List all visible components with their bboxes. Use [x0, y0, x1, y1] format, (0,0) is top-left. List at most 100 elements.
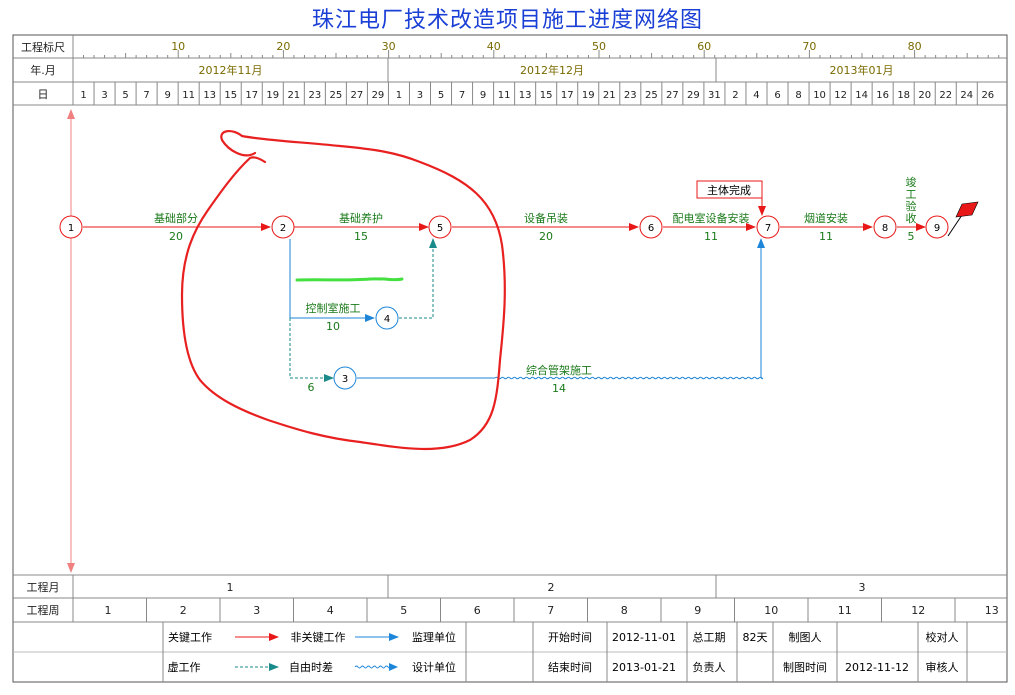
- svg-text:9: 9: [934, 223, 940, 234]
- day-label: 1: [396, 90, 402, 101]
- day-row-label: 日: [38, 88, 49, 101]
- dur-a12: 20: [169, 230, 183, 243]
- month-label: 2013年01月: [830, 63, 894, 77]
- node-6[interactable]: 6: [639, 215, 663, 239]
- dur-a67: 11: [704, 230, 718, 243]
- day-label: 11: [498, 90, 511, 101]
- node-5[interactable]: 5: [428, 215, 452, 239]
- day-label: 27: [666, 90, 679, 101]
- day-label: 22: [939, 90, 952, 101]
- day-label: 5: [438, 90, 444, 101]
- svg-text:5: 5: [437, 223, 443, 234]
- day-label: 2: [732, 90, 738, 101]
- svg-text:3: 3: [342, 374, 348, 385]
- day-label: 7: [459, 90, 465, 101]
- legend-dummy-label: 虚工作: [168, 661, 201, 674]
- draw-time-label: 制图时间: [783, 661, 827, 674]
- day-label: 11: [182, 90, 195, 101]
- day-label: 19: [582, 90, 595, 101]
- node-2[interactable]: 2: [271, 215, 295, 239]
- node-4[interactable]: 4: [375, 306, 399, 330]
- free-float-wave: [494, 376, 764, 380]
- day-label: 15: [540, 90, 553, 101]
- day-label: 15: [224, 90, 237, 101]
- draw-time-value: 2012-11-12: [845, 661, 909, 674]
- month-row-label: 年.月: [30, 63, 56, 77]
- day-label: 13: [519, 90, 532, 101]
- scale-tick-label: 30: [382, 40, 396, 53]
- node-7[interactable]: 7: [756, 215, 780, 239]
- label-a67: 配电室设备安装: [673, 211, 750, 225]
- dur-a24: 10: [326, 320, 340, 333]
- footer-month-label: 工程月: [27, 581, 60, 594]
- day-label: 23: [624, 90, 637, 101]
- svg-text:4: 4: [384, 314, 390, 325]
- legend-supervisor-label: 监理单位: [412, 630, 456, 644]
- finish-flag-icon: [947, 201, 979, 237]
- week-label: 5: [400, 604, 407, 617]
- legend-designer-label: 设计单位: [412, 660, 456, 674]
- day-label: 1: [80, 90, 86, 101]
- legend-noncritical-label: 非关键工作: [291, 630, 346, 644]
- legend-grid: [13, 622, 1007, 682]
- dur-a78: 11: [819, 230, 833, 243]
- noncritical-arrows: [289, 238, 765, 382]
- svg-text:6: 6: [648, 223, 654, 234]
- day-label: 29: [372, 90, 385, 101]
- month-label: 2012年12月: [520, 63, 584, 77]
- week-label: 8: [621, 604, 628, 617]
- scale-row-label: 工程标尺: [21, 40, 65, 54]
- day-label: 14: [855, 90, 868, 101]
- day-label: 31: [708, 90, 721, 101]
- label-a78: 烟道安装: [804, 211, 848, 225]
- footer-month-1: 1: [227, 581, 234, 594]
- label-a25: 基础养护: [339, 211, 383, 225]
- legend-freefloat-label: 自由时差: [289, 660, 333, 674]
- start-time-value: 2012-11-01: [612, 631, 676, 644]
- footer-month-2: 2: [548, 581, 555, 594]
- week-label: 10: [764, 604, 778, 617]
- day-label: 12: [834, 90, 847, 101]
- milestone-label: 主体完成: [707, 183, 751, 197]
- week-label: 6: [474, 604, 481, 617]
- node-3[interactable]: 3: [333, 366, 357, 390]
- start-time-label: 开始时间: [548, 630, 592, 644]
- day-label: 29: [687, 90, 700, 101]
- dummy-2-3: [289, 318, 334, 382]
- day-label: 5: [122, 90, 128, 101]
- week-label: 11: [838, 604, 852, 617]
- checker-label: 校对人: [926, 630, 959, 644]
- week-label: 1: [105, 604, 112, 617]
- scale-tick-label: 10: [171, 40, 185, 53]
- dur-a37: 14: [552, 382, 566, 395]
- dur-a89: 5: [908, 230, 915, 243]
- day-label: 19: [266, 90, 279, 101]
- footer-month-3: 3: [859, 581, 866, 594]
- day-label: 17: [245, 90, 258, 101]
- footer-week-label: 工程周: [27, 604, 60, 617]
- day-label: 21: [287, 90, 300, 101]
- week-label: 3: [253, 604, 260, 617]
- day-label: 3: [417, 90, 423, 101]
- node-8[interactable]: 8: [873, 215, 897, 239]
- scale-tick-label: 80: [908, 40, 922, 53]
- day-label: 4: [753, 90, 759, 101]
- day-label: 26: [981, 90, 994, 101]
- week-label: 4: [327, 604, 334, 617]
- legend-freefloat-sample: [354, 665, 391, 669]
- day-label: 9: [480, 90, 486, 101]
- end-time-label: 结束时间: [548, 661, 592, 674]
- total-value: 82天: [743, 631, 768, 644]
- scale-tick-label: 70: [802, 40, 816, 53]
- day-label: 24: [960, 90, 973, 101]
- day-label: 3: [101, 90, 107, 101]
- node-9[interactable]: 9: [925, 215, 949, 239]
- day-label: 25: [645, 90, 658, 101]
- node-1[interactable]: 1: [59, 215, 83, 239]
- dummy-4-5: [399, 238, 437, 319]
- page-title: 珠江电厂技术改造项目施工进度网络图: [311, 8, 703, 33]
- dur-a25: 15: [354, 230, 368, 243]
